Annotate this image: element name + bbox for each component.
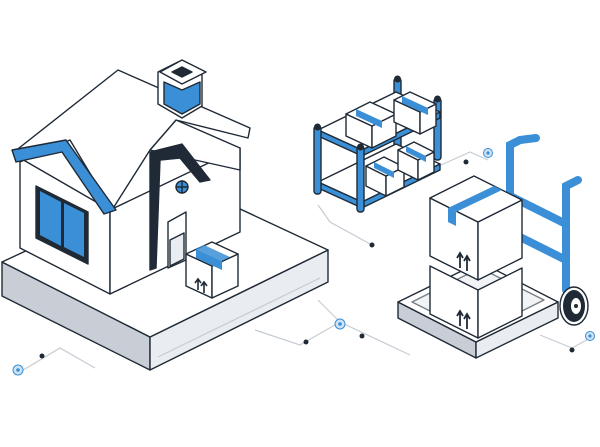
house-icon bbox=[11, 59, 251, 295]
stacked-boxes bbox=[429, 175, 523, 339]
this-side-up-arrows-icon bbox=[194, 277, 208, 293]
storage-shelf-icon bbox=[313, 75, 442, 213]
this-side-up-arrows-icon bbox=[456, 309, 471, 329]
this-side-up-arrows-icon bbox=[456, 251, 471, 271]
connector-dots bbox=[12, 148, 595, 376]
cardboard-box-icon bbox=[185, 241, 239, 299]
